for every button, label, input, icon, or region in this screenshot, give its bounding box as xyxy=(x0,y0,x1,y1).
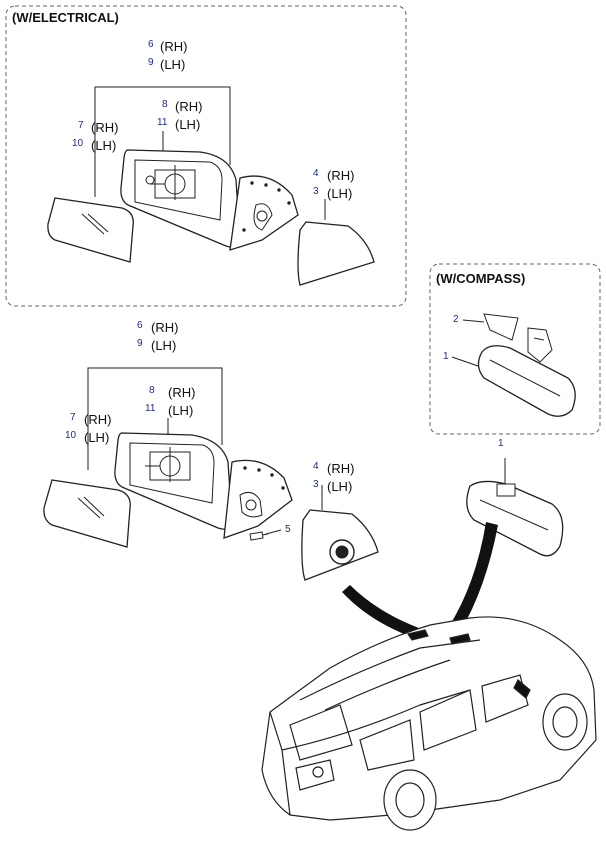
mirror-glass-top xyxy=(47,197,134,263)
callout-number-8-bottom: 8 xyxy=(149,385,155,396)
location-indicator-right xyxy=(448,522,498,632)
electrical-section-frame xyxy=(5,5,407,307)
callout-lh-3-bottom: (LH) xyxy=(327,479,353,494)
compass-mirror xyxy=(451,313,576,417)
callout-number-2-compass: 2 xyxy=(453,314,459,325)
callout-rh-8-bottom: (RH) xyxy=(168,385,196,400)
callout-rh-4-bottom: (RH) xyxy=(327,461,355,476)
callout-number-7: 7 xyxy=(78,120,84,131)
callout-number-9-bottom: 9 xyxy=(137,338,143,349)
callout-number-11-bottom: 11 xyxy=(145,403,156,414)
inside-rearview-mirror xyxy=(466,480,564,557)
callout-rh-7-bottom: (RH) xyxy=(84,412,112,427)
rear-wheel xyxy=(383,769,437,831)
callout-number-1-inside-mirror: 1 xyxy=(498,438,504,449)
callout-lh-9: (LH) xyxy=(160,57,186,72)
side-window-3 xyxy=(481,674,529,723)
inner-cover-top xyxy=(297,221,375,286)
mounting-screw xyxy=(249,531,269,541)
mirror-housing-bottom xyxy=(114,432,233,530)
mirror-housing-top xyxy=(120,149,241,248)
inner-cover-bottom xyxy=(301,509,379,581)
compass-section-title: (W/COMPASS) xyxy=(436,271,526,286)
standard-mirror-assembly xyxy=(43,367,506,581)
callout-rh-4: (RH) xyxy=(327,168,355,183)
callout-number-7-bottom: 7 xyxy=(70,412,76,423)
rear-window xyxy=(289,704,353,761)
callout-lh-11: (LH) xyxy=(175,117,201,132)
side-window-1 xyxy=(359,719,415,771)
callout-number-6: 6 xyxy=(148,39,154,50)
leader-5 xyxy=(265,529,282,535)
callout-lh-10: (LH) xyxy=(91,138,117,153)
mirror-glass-bottom xyxy=(43,479,131,548)
callout-number-10-bottom: 10 xyxy=(65,430,77,441)
leader-1-compass xyxy=(451,356,479,367)
callout-number-4-bottom: 4 xyxy=(313,461,319,472)
callout-rh-7: (RH) xyxy=(91,120,119,135)
compass-section-frame xyxy=(429,263,601,435)
callout-number-6-bottom: 6 xyxy=(137,320,143,331)
compass-cover xyxy=(483,313,519,341)
callout-number-5: 5 xyxy=(285,524,291,535)
vehicle-outline xyxy=(261,616,597,831)
leader-2 xyxy=(462,319,485,323)
compass-mount xyxy=(527,327,553,363)
callout-number-1-compass: 1 xyxy=(443,351,449,362)
callout-lh-10-bottom: (LH) xyxy=(84,430,110,445)
bracket-6-9-bottom xyxy=(87,367,223,470)
callout-number-10: 10 xyxy=(72,138,84,149)
electrical-mirror-assembly xyxy=(47,86,375,286)
electrical-section-title: (W/ELECTRICAL) xyxy=(12,10,119,25)
callout-rh-6-bottom: (RH) xyxy=(151,320,179,335)
callout-lh-9-bottom: (LH) xyxy=(151,338,177,353)
mirror-base-bottom xyxy=(223,459,293,539)
callout-lh-3: (LH) xyxy=(327,186,353,201)
location-indicator-left xyxy=(342,585,430,640)
callout-number-3-bottom: 3 xyxy=(313,479,319,490)
side-window-2 xyxy=(419,689,477,751)
callout-number-11: 11 xyxy=(157,117,168,128)
callout-lh-11-bottom: (LH) xyxy=(168,403,194,418)
callout-number-8: 8 xyxy=(162,99,168,110)
compass-mirror-body xyxy=(477,345,576,417)
callout-rh-6: (RH) xyxy=(160,39,188,54)
bracket-6-9 xyxy=(94,86,231,197)
callout-rh-8: (RH) xyxy=(175,99,203,114)
mirror-base-top xyxy=(229,175,299,251)
front-wheel xyxy=(542,693,588,751)
callout-number-3: 3 xyxy=(313,186,319,197)
callout-number-9: 9 xyxy=(148,57,154,68)
callout-number-4: 4 xyxy=(313,168,319,179)
